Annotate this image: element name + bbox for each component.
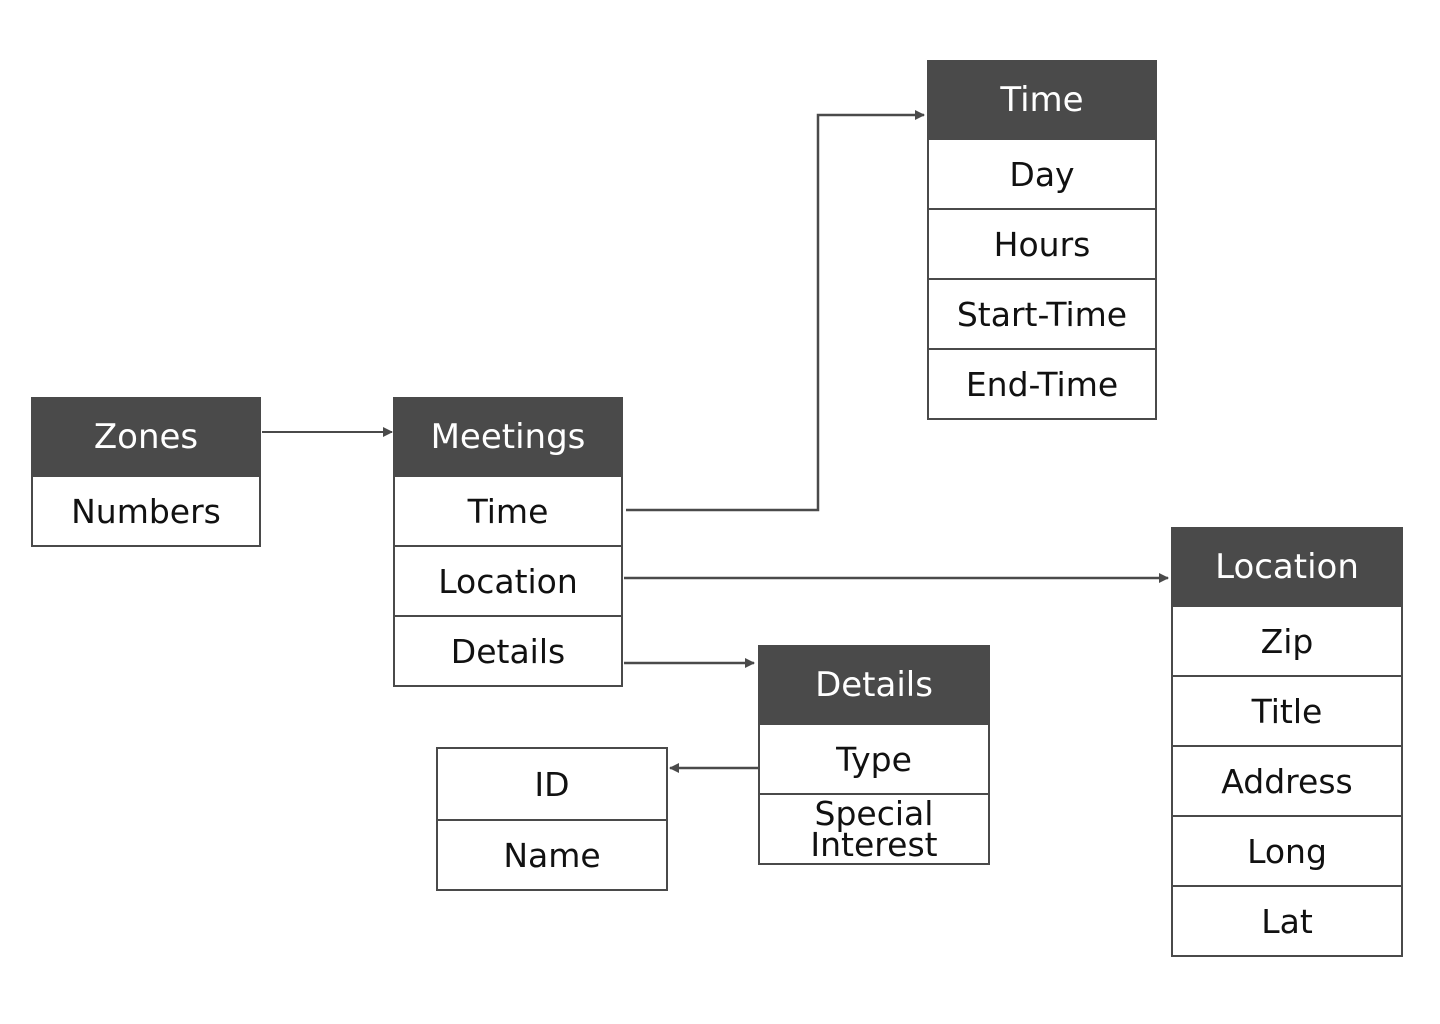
id-name-entity: ID Name xyxy=(436,747,668,891)
location-field-address: Address xyxy=(1173,745,1401,815)
arrow-meetings-time-to-time xyxy=(626,110,925,512)
location-field-long: Long xyxy=(1173,815,1401,885)
time-field-start-time: Start-Time xyxy=(929,278,1155,348)
meetings-header: Meetings xyxy=(395,399,621,475)
location-field-title: Title xyxy=(1173,675,1401,745)
time-header: Time xyxy=(929,62,1155,138)
meetings-field-time: Time xyxy=(395,475,621,545)
time-field-end-time: End-Time xyxy=(929,348,1155,418)
id-name-field-name: Name xyxy=(438,819,666,889)
zones-entity: Zones Numbers xyxy=(31,397,261,547)
location-field-zip: Zip xyxy=(1173,605,1401,675)
time-field-day: Day xyxy=(929,138,1155,208)
location-header: Location xyxy=(1173,529,1401,605)
time-entity: Time Day Hours Start-Time End-Time xyxy=(927,60,1157,420)
location-entity: Location Zip Title Address Long Lat xyxy=(1171,527,1403,957)
zones-header: Zones xyxy=(33,399,259,475)
details-field-special-interest: Special Interest xyxy=(760,793,988,863)
details-header: Details xyxy=(760,647,988,723)
zones-field-numbers: Numbers xyxy=(33,475,259,545)
id-name-field-id: ID xyxy=(534,764,570,804)
meetings-entity: Meetings Time Location Details xyxy=(393,397,623,687)
meetings-field-location: Location xyxy=(395,545,621,615)
meetings-field-details: Details xyxy=(395,615,621,685)
location-field-lat: Lat xyxy=(1173,885,1401,955)
details-field-type: Type xyxy=(760,723,988,793)
details-entity: Details Type Special Interest xyxy=(758,645,990,865)
time-field-hours: Hours xyxy=(929,208,1155,278)
